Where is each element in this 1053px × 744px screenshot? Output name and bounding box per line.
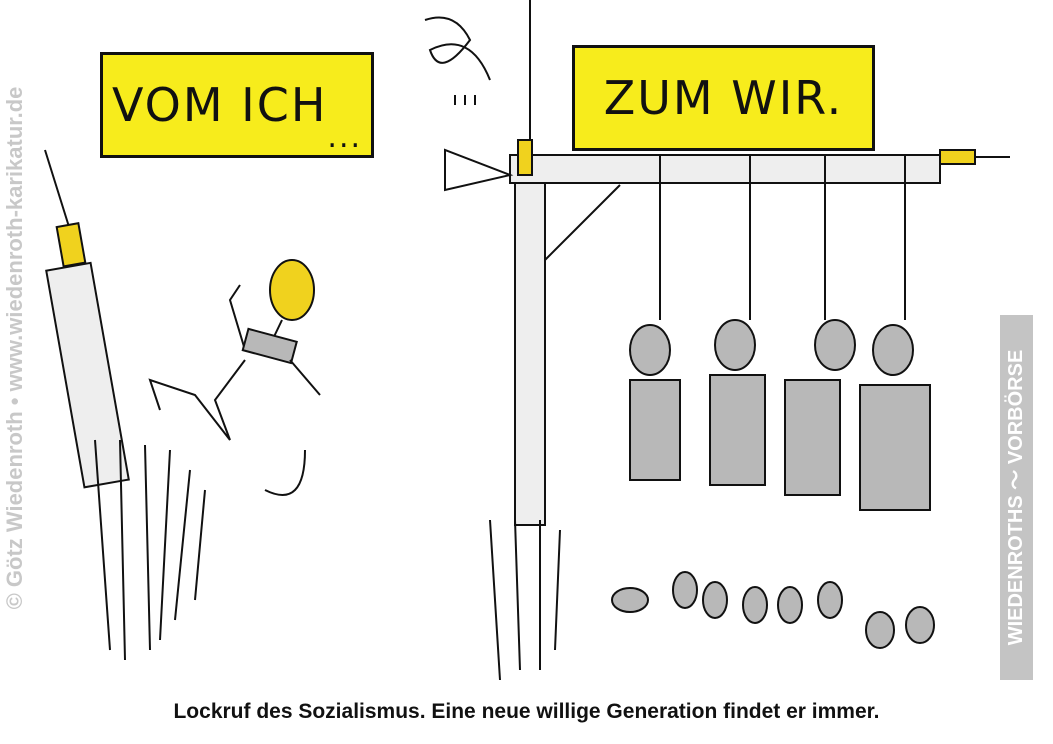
vorboerse-logo: WIEDENROTHS ～ VORBÖRSE: [1000, 315, 1033, 680]
sign-vom-ich: VOM ICH...: [100, 52, 374, 158]
caption: Lockruf des Sozialismus. Eine neue willi…: [173, 700, 880, 723]
syringe-left: [44, 149, 130, 489]
gallows-syringe: [444, 0, 1010, 681]
sign-left-text: VOM ICH: [111, 78, 328, 132]
illustration: [44, 0, 1010, 681]
sign-zum-wir: ZUM WIR.: [572, 45, 875, 151]
copyright-credit: © Götz Wiedenroth • www.wiedenroth-karik…: [2, 86, 27, 610]
logo-text: WIEDENROTHS ～ VORBÖRSE: [1005, 349, 1027, 646]
signature: [424, 16, 491, 105]
sign-right-text: ZUM WIR.: [603, 71, 844, 125]
sign-left-dots: ...: [327, 120, 363, 155]
skeleton-hand-left: [94, 439, 206, 661]
hanging-figures: [611, 155, 935, 649]
running-figure: [148, 259, 321, 496]
